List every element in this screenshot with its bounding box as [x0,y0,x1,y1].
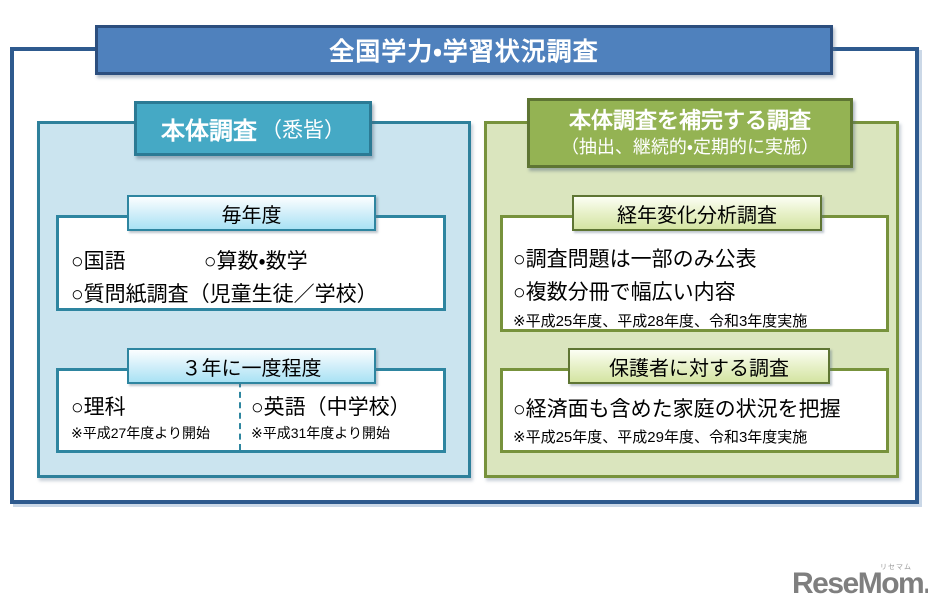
guardian-item-1: ○経済面も含めた家庭の状況を把握 [513,398,841,421]
supplementary-survey-note: （抽出、継続的・定期的に実施） [560,136,820,157]
triennial-tab-label: ３年に一度程度 [181,357,322,380]
subject-science: ○理科 [71,396,126,419]
longitudinal-item-2: ○複数分冊で幅広い内容 [513,281,736,304]
annual-subjects-line2: ○質問紙調査（児童生徒／学校） [71,278,443,311]
guardian-tab: 保護者に対する調査 [568,348,830,384]
main-survey-note: （悉皆） [261,118,345,142]
annual-subjects-line1: ○国語 ○算数・数学 [71,245,443,278]
subject-english: ○英語（中学校） [251,396,411,419]
english-start-note: ※平成31年度より開始 [251,425,391,441]
subject-questionnaire: ○質問紙調査（児童生徒／学校） [71,283,378,306]
subject-japanese: ○国語 [71,250,126,273]
main-title-bar: 全国学力・学習状況調査 [95,25,833,75]
annual-survey-box: ○国語 ○算数・数学 ○質問紙調査（児童生徒／学校） [56,215,446,311]
main-survey-header: 本体調査 （悉皆） [134,101,372,156]
triennial-tab: ３年に一度程度 [127,348,376,384]
guardian-years-note: ※平成25年度、平成29年度、令和3年度実施 [513,429,808,446]
longitudinal-survey-box: ○調査問題は一部のみ公表 ○複数分冊で幅広い内容 ※平成25年度、平成28年度、… [500,215,889,332]
supplementary-survey-title: 本体調査を補完する調査 [568,107,811,133]
supplementary-survey-header: 本体調査を補完する調査 （抽出、継続的・定期的に実施） [527,98,853,168]
main-title: 全国学力・学習状況調査 [329,38,599,66]
resemom-logo-ruby: リセマム [880,564,912,571]
science-start-note: ※平成27年度より開始 [71,425,211,441]
annual-tab: 毎年度 [127,195,376,231]
resemom-logo: リセマム ReseMom. [792,562,928,604]
resemom-logo-text: ReseMom. [792,567,928,600]
english-column: ○英語（中学校） ※平成31年度より開始 [241,371,443,450]
main-survey-title: 本体調査 [161,118,257,145]
science-column: ○理科 ※平成27年度より開始 [59,371,241,450]
longitudinal-years-note: ※平成25年度、平成28年度、令和3年度実施 [513,313,808,330]
guardian-tab-label: 保護者に対する調査 [609,357,789,380]
longitudinal-item-1: ○調査問題は一部のみ公表 [513,248,757,271]
subject-math: ○算数・数学 [203,250,308,273]
longitudinal-tab-label: 経年変化分析調査 [617,204,777,227]
annual-tab-label: 毎年度 [221,204,282,227]
longitudinal-tab: 経年変化分析調査 [572,195,822,231]
triennial-survey-box: ○理科 ※平成27年度より開始 ○英語（中学校） ※平成31年度より開始 [56,368,446,453]
